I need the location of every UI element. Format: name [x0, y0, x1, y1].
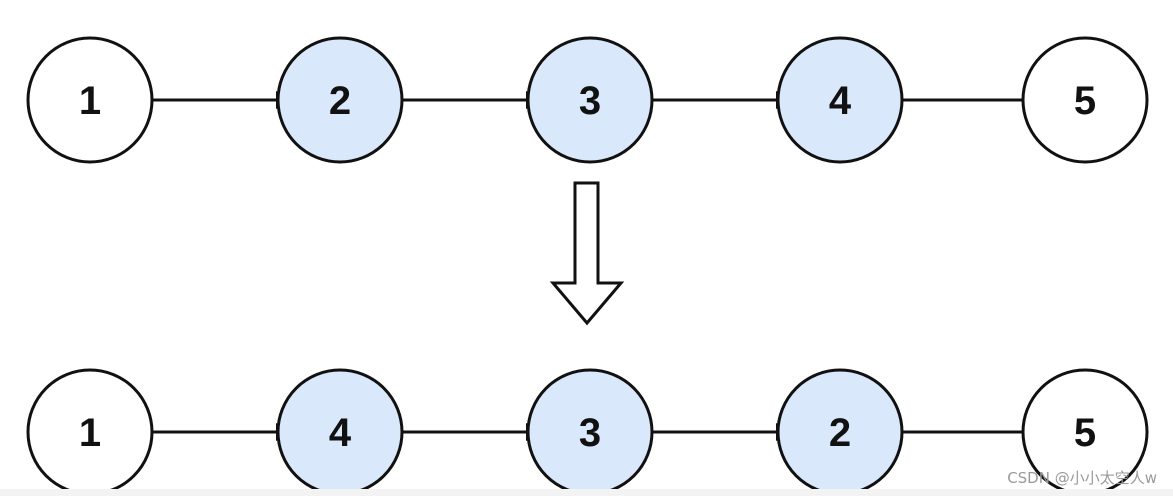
down-arrow-icon: [549, 181, 625, 326]
node-label: 3: [579, 411, 601, 455]
list-node: 4: [776, 36, 904, 164]
list-node: 1: [26, 368, 154, 496]
node-label: 2: [829, 411, 851, 455]
list-node: 2: [276, 36, 404, 164]
list-node: 3: [526, 36, 654, 164]
node-label: 2: [329, 79, 351, 123]
node-label: 4: [329, 411, 352, 455]
bottom-strip: [0, 489, 1173, 496]
node-circle: [26, 36, 154, 164]
list-node: 3: [526, 368, 654, 496]
after-row: 1 4 3 2 5: [26, 368, 1149, 496]
list-node: 1: [26, 36, 154, 164]
node-label: 1: [79, 411, 101, 455]
list-node: 4: [276, 368, 404, 496]
node-label: 3: [579, 79, 601, 123]
list-node: 2: [776, 368, 904, 496]
node-circle: [776, 36, 904, 164]
node-label: 5: [1074, 411, 1096, 455]
node-circle: [1021, 36, 1149, 164]
list-node: 5: [1021, 36, 1149, 164]
before-row: 1 2 3 4 5: [26, 36, 1149, 164]
node-label: 1: [79, 79, 101, 123]
node-circle: [276, 36, 404, 164]
watermark: CSDN @小小太空人w: [1007, 469, 1157, 487]
node-label: 5: [1074, 79, 1096, 123]
node-circle: [526, 36, 654, 164]
node-label: 4: [829, 79, 852, 123]
